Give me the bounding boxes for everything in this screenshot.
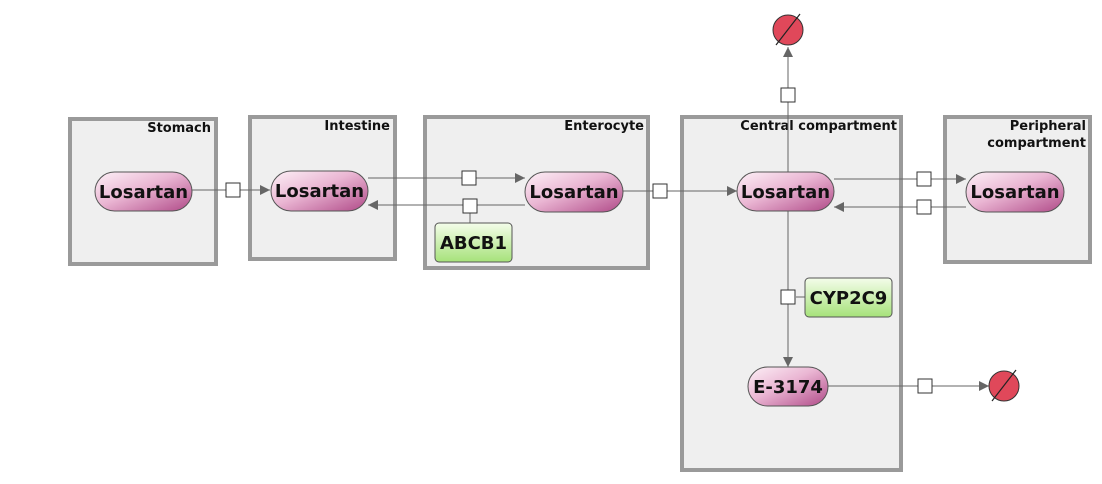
enzyme-label: CYP2C9 bbox=[810, 288, 888, 309]
species-label: Losartan bbox=[741, 182, 830, 203]
species-label: Losartan bbox=[529, 182, 618, 203]
process-node[interactable] bbox=[916, 171, 932, 187]
species-losartan-central[interactable]: Losartan bbox=[736, 171, 835, 212]
compartment-central-label: Central compartment bbox=[740, 119, 897, 134]
species-losartan-peripheral[interactable]: Losartan bbox=[965, 171, 1065, 213]
process-node[interactable] bbox=[780, 87, 796, 103]
compartment-peripheral-label-line1: Peripheral bbox=[1010, 119, 1086, 134]
enzyme-label: ABCB1 bbox=[440, 233, 507, 254]
species-losartan-enterocyte[interactable]: Losartan bbox=[524, 171, 624, 213]
process-nodes bbox=[225, 87, 933, 394]
sink-top bbox=[772, 13, 804, 46]
process-node[interactable] bbox=[916, 199, 932, 215]
reaction-edges bbox=[192, 47, 989, 391]
process-node[interactable] bbox=[917, 378, 933, 394]
sink-bottom bbox=[988, 369, 1020, 402]
species-label: Losartan bbox=[970, 182, 1059, 203]
compartment-enterocyte-label: Enterocyte bbox=[564, 119, 644, 134]
compartment-peripheral-label-line2: compartment bbox=[987, 136, 1086, 151]
compartment-intestine-label: Intestine bbox=[324, 119, 390, 134]
species-losartan-stomach[interactable]: Losartan bbox=[94, 171, 193, 212]
process-node[interactable] bbox=[652, 183, 668, 199]
enzyme-abcb1[interactable]: ABCB1 bbox=[434, 222, 513, 263]
process-node[interactable] bbox=[780, 289, 796, 305]
species-label: E-3174 bbox=[753, 377, 823, 398]
process-node[interactable] bbox=[462, 198, 478, 214]
species-losartan-intestine[interactable]: Losartan bbox=[270, 170, 369, 212]
species-label: Losartan bbox=[275, 181, 364, 202]
process-node[interactable] bbox=[225, 182, 241, 198]
species-label: Losartan bbox=[99, 182, 188, 203]
process-node[interactable] bbox=[461, 170, 477, 186]
species-e3174[interactable]: E-3174 bbox=[747, 366, 829, 407]
enzyme-cyp2c9[interactable]: CYP2C9 bbox=[804, 277, 893, 318]
compartment-stomach-label: Stomach bbox=[147, 121, 211, 136]
